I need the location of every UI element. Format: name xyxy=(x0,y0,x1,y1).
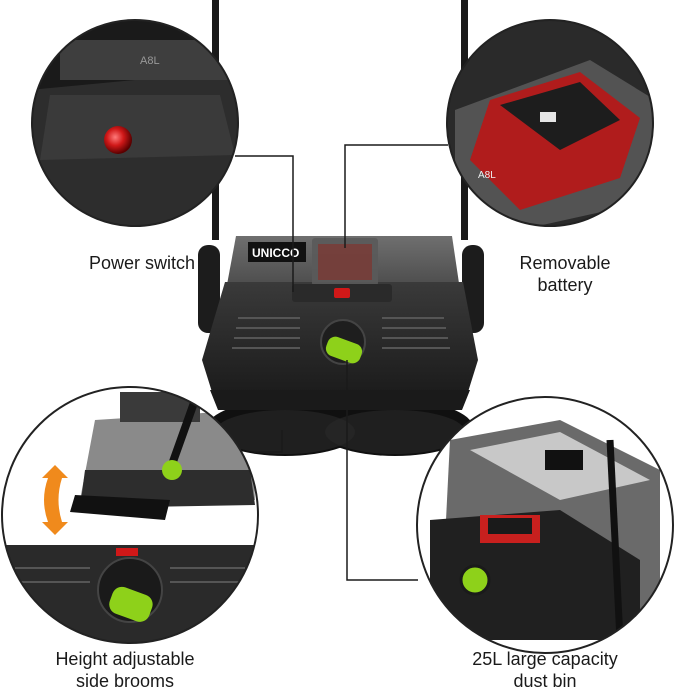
side-brooms-label-line2: side brooms xyxy=(75,671,175,691)
height-knob-icon xyxy=(109,586,153,622)
side-brooms-label: Height adjustable side brooms xyxy=(30,648,220,692)
removable-battery-label-line2: battery xyxy=(537,275,593,295)
callout-side-brooms-image xyxy=(1,386,259,644)
power-button-icon xyxy=(104,126,132,154)
side-brooms-label-line1: Height adjustable xyxy=(55,649,195,669)
leader-lines xyxy=(235,144,448,581)
removable-battery-label: Removable battery xyxy=(480,252,650,296)
callout-power-switch-image: A8L xyxy=(31,19,239,227)
callout-battery-image: A8L xyxy=(446,19,654,227)
dust-bin-label-line2: dust bin xyxy=(513,671,577,691)
sweeper: UNICCO xyxy=(198,0,484,456)
adjust-arrow-icon xyxy=(42,465,68,535)
power-switch-label-line: Power switch xyxy=(88,253,196,273)
battery-marking-text: A8L xyxy=(478,170,496,181)
removable-battery-label-line1: Removable xyxy=(519,253,611,273)
power-switch-label: Power switch xyxy=(52,252,232,274)
dustbin-knob-icon xyxy=(459,564,491,596)
brand-label: UNICCO xyxy=(252,246,299,260)
dust-bin-label: 25L large capacity dust bin xyxy=(445,648,645,692)
callout-dust-bin-image xyxy=(416,396,674,654)
dust-bin-label-line1: 25L large capacity xyxy=(472,649,618,669)
battery-marking-text: A8L xyxy=(140,55,160,67)
